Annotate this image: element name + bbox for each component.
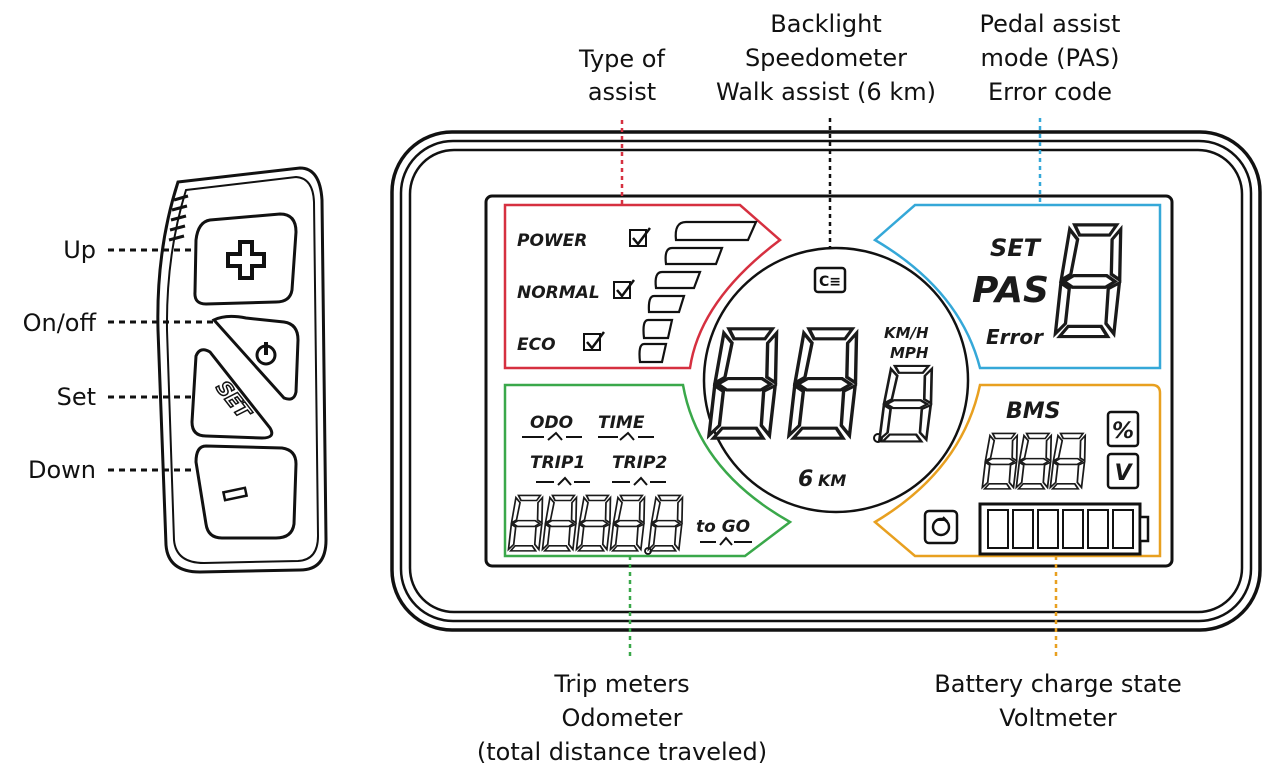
walk-assist-value: 6 — [798, 467, 813, 492]
svg-text:%: % — [1112, 419, 1134, 444]
mode-normal: NORMAL — [517, 283, 600, 303]
callout-battery: Battery charge state Voltmeter — [934, 556, 1182, 732]
set-indicator: SET — [990, 234, 1042, 262]
callout-type-of-assist-line2: assist — [588, 78, 656, 106]
backlight-icon: C≡ — [813, 266, 847, 294]
callout-backlight-line2: Speedometer — [745, 44, 907, 72]
trip-digits — [507, 494, 686, 555]
unit-kmh: KM/H — [884, 324, 929, 342]
callout-trip-line1: Trip meters — [553, 670, 689, 698]
assist-zone — [503, 203, 782, 370]
label-up: Up — [63, 236, 96, 264]
trip-zone — [503, 383, 793, 558]
unit-mph: MPH — [890, 344, 929, 362]
checkbox-power — [629, 229, 647, 247]
bms-indicator: BMS — [1006, 399, 1061, 424]
down-button[interactable] — [194, 444, 298, 540]
callout-trip: Trip meters Odometer (total distance tra… — [477, 556, 767, 766]
mode-eco: ECO — [517, 335, 556, 355]
svg-text:C≡: C≡ — [819, 274, 841, 290]
to-go-label: to GO — [696, 517, 750, 537]
callout-pas: Pedal assist mode (PAS) Error code — [980, 10, 1121, 205]
grip-ridges — [168, 194, 189, 242]
error-indicator: Error — [986, 325, 1044, 349]
checkbox-normal — [613, 281, 631, 299]
up-button[interactable] — [193, 212, 298, 306]
time-label: TIME — [598, 413, 645, 433]
battery-gauge — [978, 502, 1150, 556]
walk-assist-unit: KM — [818, 471, 846, 490]
controller-labels: Up On/off Set Down — [23, 236, 215, 484]
handlebar-controller: SET — [156, 166, 328, 574]
charging-icon — [923, 509, 959, 545]
speed-digits — [706, 327, 938, 443]
battery-zone — [872, 383, 1162, 558]
odo-label: ODO — [530, 413, 573, 433]
callout-type-of-assist: Type of assist — [578, 45, 665, 205]
assist-mode-list: POWER NORMAL ECO — [517, 227, 651, 355]
assist-level-bars — [638, 220, 758, 364]
trip1-label: TRIP1 — [530, 453, 585, 473]
on-off-button[interactable] — [211, 314, 300, 401]
pas-zone — [872, 203, 1162, 370]
label-set: Set — [57, 383, 96, 411]
callout-pas-line1: Pedal assist — [980, 10, 1121, 38]
callout-battery-line2: Voltmeter — [999, 704, 1117, 732]
percent-indicator: % — [1106, 410, 1140, 448]
callout-type-of-assist-line1: Type of — [578, 45, 665, 73]
pas-indicator: PAS — [972, 270, 1049, 311]
minus-icon — [221, 486, 249, 502]
plus-icon — [226, 240, 266, 280]
checkbox-eco — [583, 333, 601, 351]
callout-pas-line3: Error code — [988, 78, 1112, 106]
svg-text:V: V — [1114, 461, 1133, 486]
callout-backlight: Backlight Speedometer Walk assist (6 km) — [716, 10, 936, 248]
label-on-off: On/off — [23, 309, 97, 337]
volt-indicator: V — [1106, 452, 1140, 490]
callout-trip-line3: (total distance traveled) — [477, 738, 767, 766]
callout-backlight-line3: Walk assist (6 km) — [716, 78, 936, 106]
mode-power: POWER — [517, 231, 587, 251]
callout-battery-line1: Battery charge state — [934, 670, 1181, 698]
callout-pas-line2: mode (PAS) — [980, 44, 1119, 72]
trip2-label: TRIP2 — [612, 453, 667, 473]
set-button[interactable]: SET — [190, 348, 274, 440]
label-down: Down — [28, 456, 96, 484]
power-icon — [255, 342, 277, 366]
callout-trip-line2: Odometer — [562, 704, 683, 732]
callout-backlight-line1: Backlight — [770, 10, 881, 38]
